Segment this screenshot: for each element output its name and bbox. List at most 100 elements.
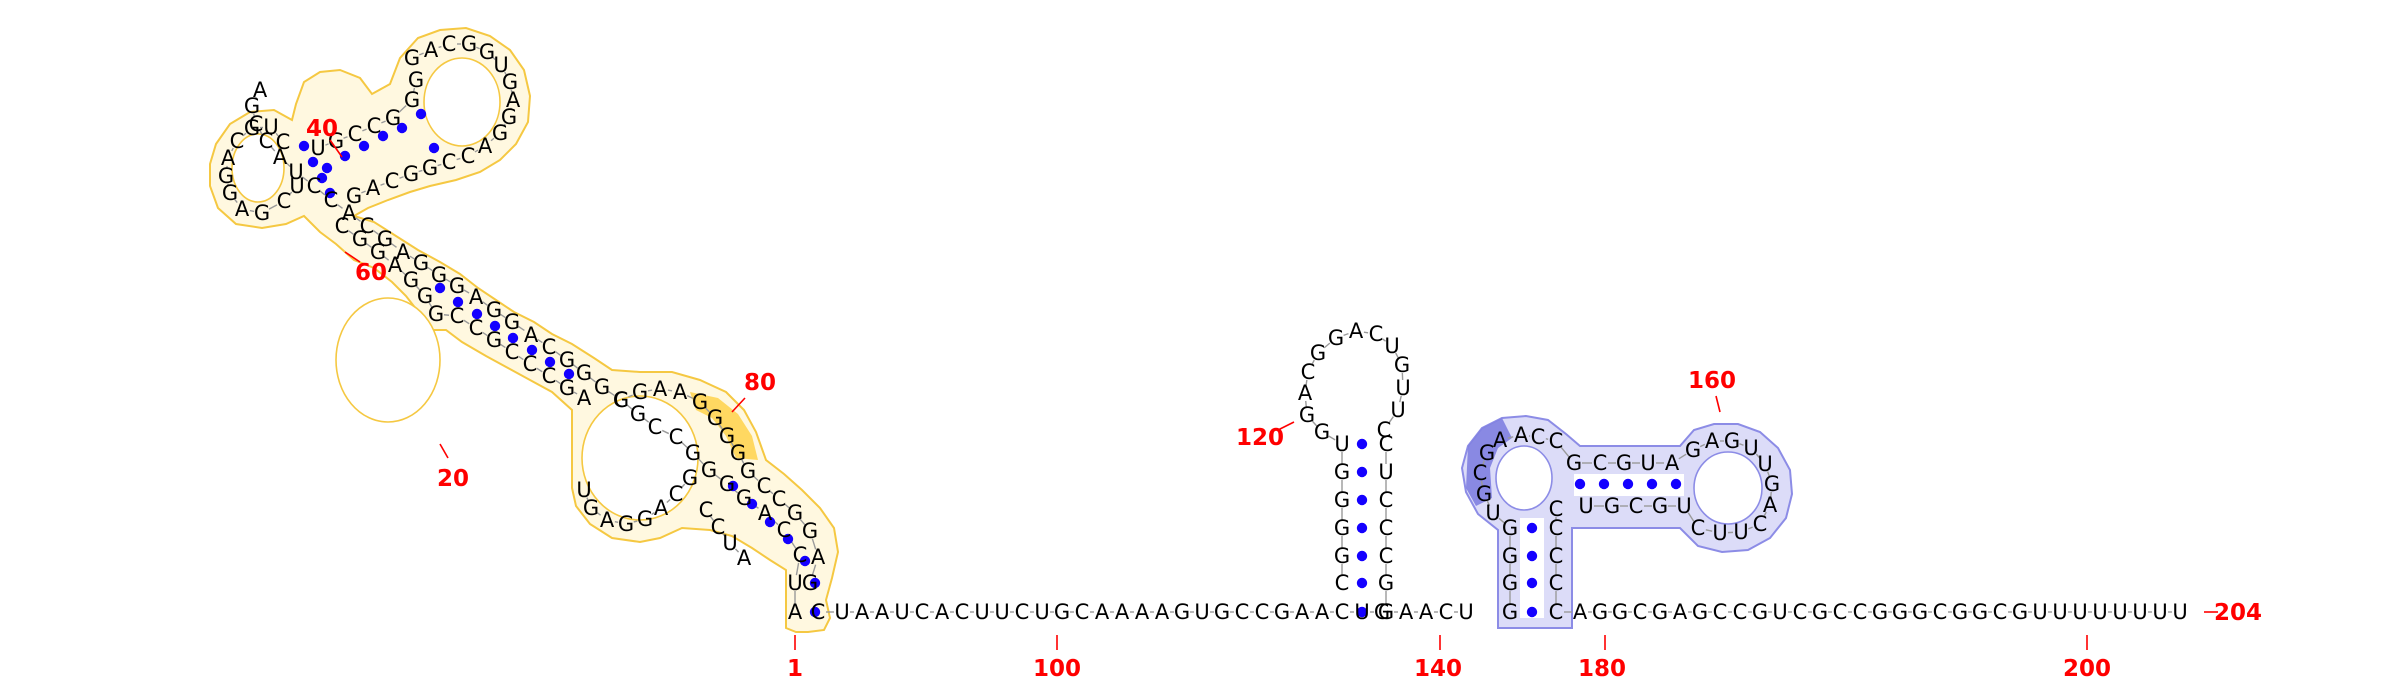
pair-dot	[396, 122, 408, 134]
nucleotide: C	[648, 415, 663, 439]
nucleotide: C	[669, 482, 684, 506]
backbone-segment	[383, 256, 390, 261]
backbone-segment	[1486, 500, 1491, 507]
nucleotide: A	[855, 600, 870, 624]
nucleotide: C	[385, 169, 400, 193]
nucleotide: G	[685, 441, 701, 465]
nucleotide: C	[1793, 600, 1808, 624]
nucleotide: A	[654, 496, 669, 520]
nucleotide: U	[1334, 432, 1349, 456]
nucleotide: C	[1993, 600, 2008, 624]
backbone-segment	[661, 429, 670, 435]
nucleotide: C	[259, 129, 274, 153]
nucleotide: G	[1299, 403, 1315, 427]
nucleotide: U	[2052, 600, 2067, 624]
nucleotide: C	[1369, 322, 1384, 346]
backbone-segment	[1399, 395, 1402, 403]
nucleotide: C	[348, 122, 363, 146]
pair-dot	[452, 296, 464, 308]
nucleotide: C	[757, 474, 772, 498]
backbone-segment	[270, 146, 276, 152]
nucleotide: G	[701, 458, 717, 482]
nucleotide: G	[1054, 600, 1070, 624]
nucleotide: G	[1566, 451, 1582, 475]
pair-dot	[563, 368, 575, 380]
nucleotide: A	[469, 285, 484, 309]
backbone-segment	[680, 483, 686, 489]
backbone-segment	[427, 266, 433, 272]
position-label-1: 1	[787, 656, 803, 682]
backbone-segment	[503, 123, 506, 127]
nucleotide: A	[524, 323, 539, 347]
nucleotide: U	[1194, 600, 1209, 624]
backbone-segment	[259, 130, 263, 135]
backbone-segment	[412, 87, 416, 93]
backbone-segment	[710, 516, 714, 521]
nucleotide: C	[542, 335, 557, 359]
nucleotide: G	[403, 162, 419, 186]
position-label-20: 20	[437, 466, 469, 492]
nucleotide: C	[1549, 516, 1564, 540]
pair-dot	[471, 308, 483, 320]
nucleotide: G	[559, 376, 575, 400]
nucleotide: A	[253, 78, 268, 102]
nucleotide: G	[613, 388, 629, 412]
nucleotide: C	[699, 498, 714, 522]
pair-dot	[1356, 550, 1368, 562]
nucleotide: G	[377, 227, 393, 251]
backbone-segment	[428, 302, 433, 308]
backbone-segment	[537, 338, 543, 344]
nucleotide: G	[504, 310, 520, 334]
nucleotide: G	[1274, 600, 1290, 624]
nucleotide: G	[1502, 516, 1518, 540]
nucleotide: G	[692, 390, 708, 414]
backbone-segment	[362, 128, 367, 132]
backbone-segment	[463, 319, 470, 325]
position-tick	[439, 443, 449, 459]
nucleotide: U	[310, 136, 325, 160]
backbone-segment	[769, 490, 774, 495]
backbone-segment	[254, 96, 258, 100]
nucleotide: G	[1592, 600, 1608, 624]
nucleotide: A	[366, 176, 381, 200]
position-label-160: 160	[1688, 368, 1736, 394]
nucleotide: G	[736, 486, 752, 510]
backbone-segment	[1766, 471, 1771, 477]
backbone-segment	[628, 394, 633, 398]
nucleotide: C	[1549, 571, 1564, 595]
backbone-segment	[589, 377, 597, 383]
backbone-segment	[361, 190, 366, 194]
nucleotide: G	[404, 46, 420, 70]
backbone-lines	[226, 43, 2172, 613]
nucleotide: C	[777, 518, 792, 542]
nucleotide: C	[1379, 516, 1394, 540]
nucleotide: A	[1135, 600, 1150, 624]
pair-dot	[526, 344, 538, 356]
backbone-segment	[1507, 436, 1514, 439]
nucleotide: A	[1705, 429, 1720, 453]
pair-dot	[298, 140, 310, 152]
nucleotide: A	[342, 201, 357, 225]
backbone-segment	[1388, 416, 1394, 424]
backbone-segment	[285, 161, 291, 168]
nucleotide: U	[722, 531, 737, 555]
loop-hole-b	[231, 133, 285, 203]
nucleotide: G	[222, 181, 238, 205]
nucleotide: G	[1892, 600, 1908, 624]
nucleotide: G	[328, 129, 344, 153]
pair-dot	[544, 356, 556, 368]
nucleotide: G	[501, 105, 517, 129]
nucleotide: C	[1733, 600, 1748, 624]
nucleotide: G	[637, 507, 653, 531]
nucleotide: U	[576, 478, 591, 502]
nucleotide: G	[1812, 600, 1828, 624]
backbone-segment	[1678, 453, 1687, 460]
nucleotide: C	[360, 214, 375, 238]
loop-hole-d	[581, 395, 699, 521]
backbone-segment	[1687, 512, 1695, 522]
backbone-segment	[504, 71, 507, 76]
nucleotide: C	[1593, 451, 1608, 475]
backbone-segment	[1305, 400, 1307, 408]
pair-dot	[1670, 478, 1682, 490]
position-label-180: 180	[1578, 656, 1626, 682]
